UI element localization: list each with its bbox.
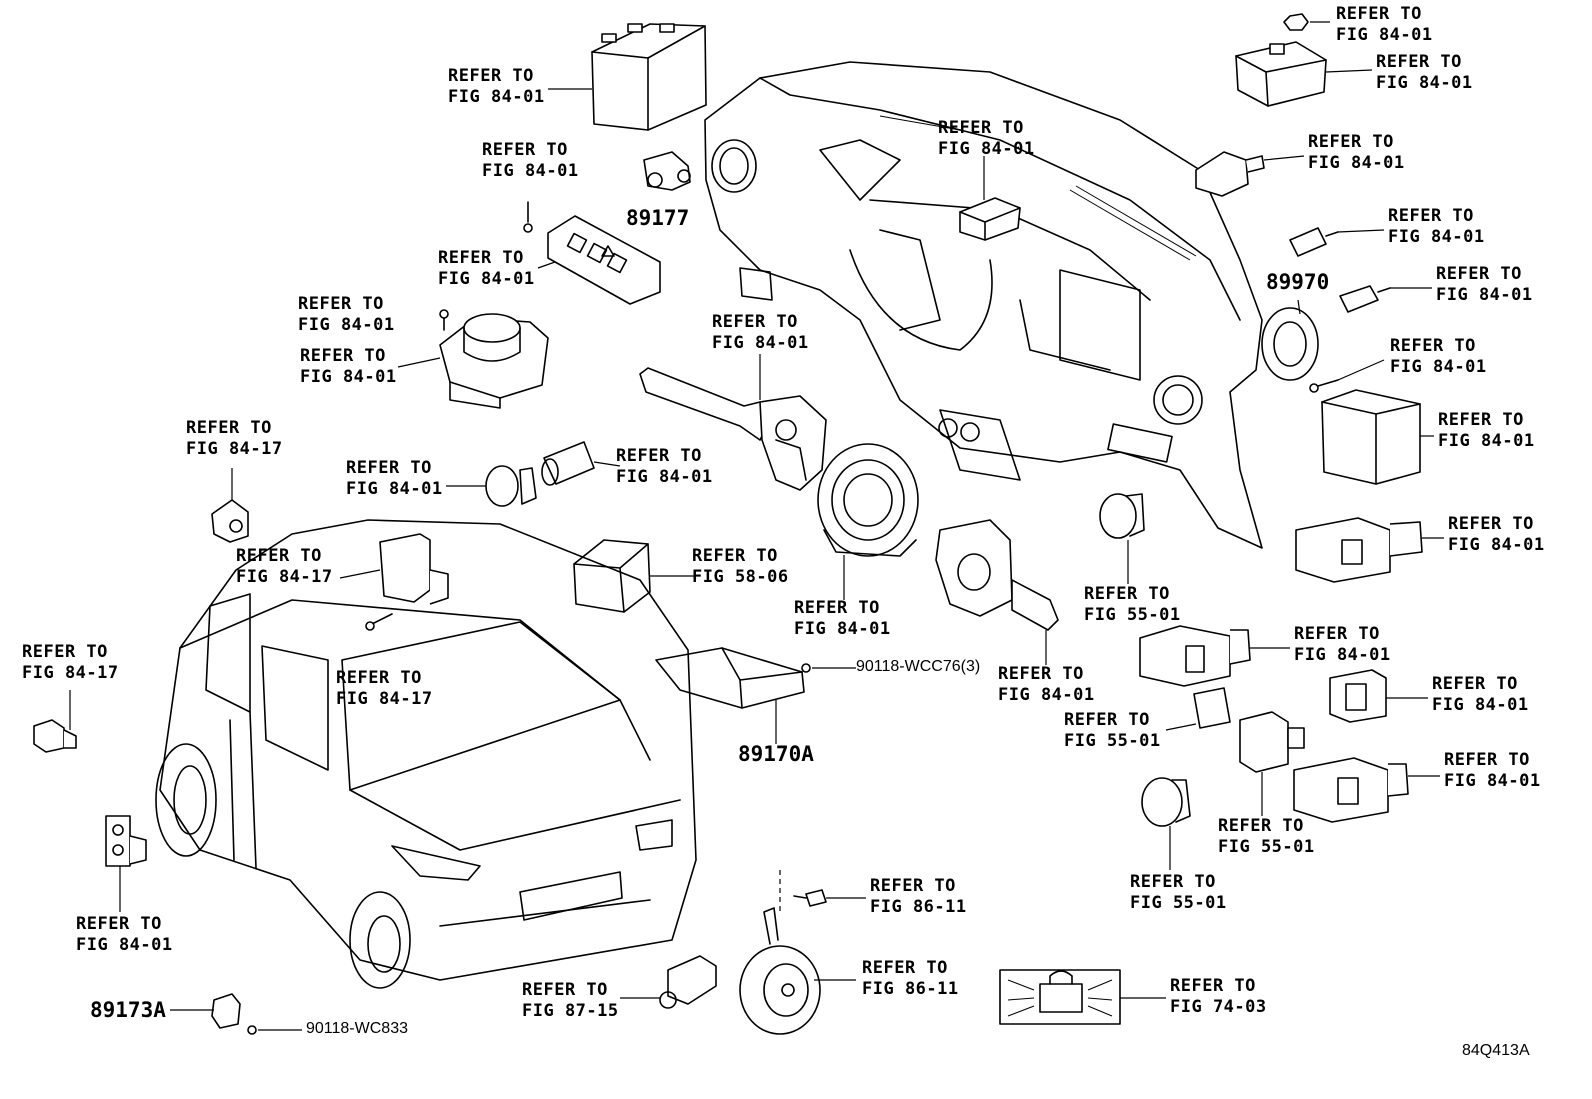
diagram-code: 84Q413A (1462, 1042, 1530, 1059)
part-89177: 89177 (626, 206, 690, 230)
sensor-89177-drawing (643, 151, 691, 191)
sensor-small-drawing (1289, 227, 1339, 257)
ecu-module-drawing (591, 23, 707, 131)
receiver-drawing (365, 533, 449, 631)
blank-cap-drawing (1193, 687, 1231, 729)
horn-connector-drawing (659, 955, 717, 1009)
buzzer-drawing (573, 539, 651, 613)
combination-switch-right-drawing (935, 519, 1059, 631)
part-90118-wcc76: 90118-WCC76(3) (856, 658, 981, 675)
warning-panel-drawing (999, 969, 1121, 1025)
lighter-drawing (485, 441, 595, 507)
side-sensor-drawing (33, 719, 77, 753)
switch-right-2-drawing (1139, 625, 1251, 687)
part-90118-wc833: 90118-WC833 (306, 1020, 408, 1037)
knob-1-drawing (1099, 493, 1145, 539)
dashboard-drawing (704, 61, 1263, 549)
switch-right-1-drawing (1295, 517, 1423, 583)
sensor-89173a-drawing (211, 993, 257, 1035)
screw-right-drawing (1309, 379, 1339, 393)
relay-box-drawing (439, 309, 549, 409)
part-89970: 89970 (1266, 270, 1330, 294)
part-89170a: 89170A (738, 742, 814, 766)
hazard-switch-drawing (523, 201, 661, 305)
switch-right-5-drawing (1293, 757, 1409, 823)
combination-switch-left-drawing (639, 367, 827, 491)
airbag-sensor-drawing (655, 647, 811, 709)
vehicle-drawing (155, 519, 697, 989)
control-module-drawing (1321, 389, 1421, 485)
horn-drawing (739, 907, 821, 1035)
sensor-89970-drawing (1261, 285, 1391, 381)
horn-bolt-drawing (793, 889, 827, 907)
upper-sensor-drawing (211, 499, 249, 543)
switch-right-3-drawing (1329, 669, 1387, 723)
door-switch-drawing (105, 815, 147, 867)
dash-connector-drawing (959, 197, 1021, 241)
part-89173a: 89173A (90, 998, 166, 1022)
switch-top-right-drawing (1235, 41, 1327, 107)
stop-switch-drawing (1195, 151, 1265, 197)
switch-right-4-drawing (1239, 711, 1305, 773)
nut-drawing (1283, 13, 1309, 31)
spiral-cable-drawing (817, 443, 919, 557)
knob-2-drawing (1141, 777, 1191, 827)
